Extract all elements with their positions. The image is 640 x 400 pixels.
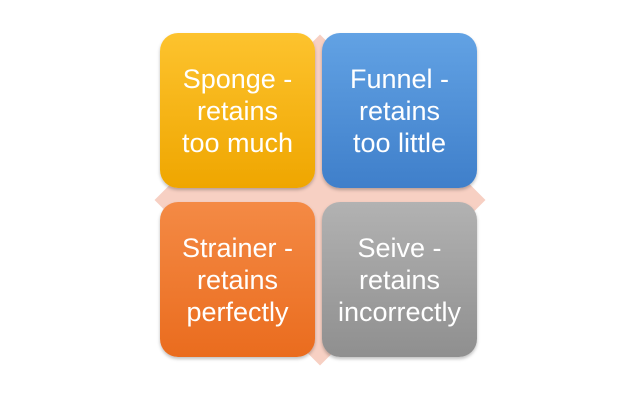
funnel-label: Funnel - retains too little: [349, 63, 450, 158]
sponge-label: Sponge - retains too much: [181, 63, 294, 158]
sponge-box: Sponge - retains too much: [160, 33, 315, 188]
funnel-box: Funnel - retains too little: [322, 33, 477, 188]
seive-label: Seive - retains incorrectly: [337, 232, 462, 327]
seive-box: Seive - retains incorrectly: [322, 202, 477, 357]
strainer-box: Strainer - retains perfectly: [160, 202, 315, 357]
strainer-label: Strainer - retains perfectly: [181, 232, 294, 327]
